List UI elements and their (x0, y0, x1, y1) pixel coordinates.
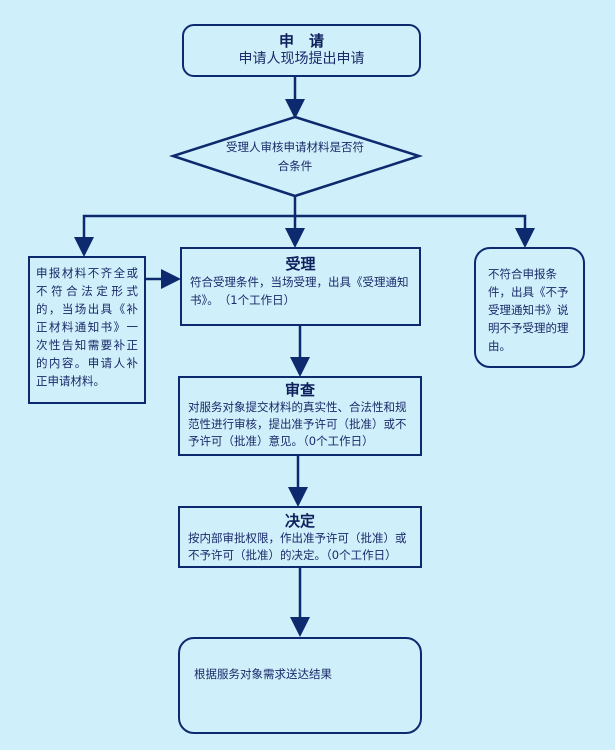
accept-title: 受理 (285, 255, 316, 273)
apply-text: 申请人现场提出申请 (238, 51, 365, 67)
reject-text: 不符合申报条件，出具《不予受理通知书》说明不予受理的理由。 (488, 267, 569, 353)
incomplete-node: 申报材料不齐全或不符合法定形式的，当场出具《补正材料通知书》一次性告知需要补正的… (28, 256, 146, 404)
incomplete-text: 申报材料不齐全或不符合法定形式的，当场出具《补正材料通知书》一次性告知需要补正的… (36, 266, 138, 388)
review-node: 审查 对服务对象提交材料的真实性、合法性和规范性进行审核，提出准予许可（批准）或… (178, 376, 422, 456)
apply-title: 申 请 (278, 32, 324, 50)
review-text: 对服务对象提交材料的真实性、合法性和规范性进行审核，提出准予许可（批准）或不予许… (188, 400, 407, 448)
accept-text: 符合受理条件，当场受理，出具《受理通知书》。 （1个工作日） (190, 275, 409, 307)
deliver-text: 根据服务对象需求送达结果 (194, 667, 332, 681)
decide-title: 决定 (284, 512, 315, 530)
arrow-check-to-reject (295, 214, 535, 248)
arrow-check-to-incomplete (74, 214, 295, 257)
check-text: 受理人审核申请材料是否符合条件 (226, 140, 364, 173)
accept-node: 受理 符合受理条件，当场受理，出具《受理通知书》。 （1个工作日） (180, 247, 421, 326)
decide-text: 按内部审批权限，作出准予许可（批准）或不予许可（批准）的决定。（0个工作日） (188, 531, 407, 562)
apply-node: 申 请 申请人现场提出申请 (182, 24, 421, 77)
reject-node: 不符合申报条件，出具《不予受理通知书》说明不予受理的理由。 (474, 247, 585, 368)
review-title: 审查 (284, 381, 315, 399)
decide-node: 决定 按内部审批权限，作出准予许可（批准）或不予许可（批准）的决定。（0个工作日… (178, 506, 422, 568)
deliver-node: 根据服务对象需求送达结果 (178, 637, 422, 734)
